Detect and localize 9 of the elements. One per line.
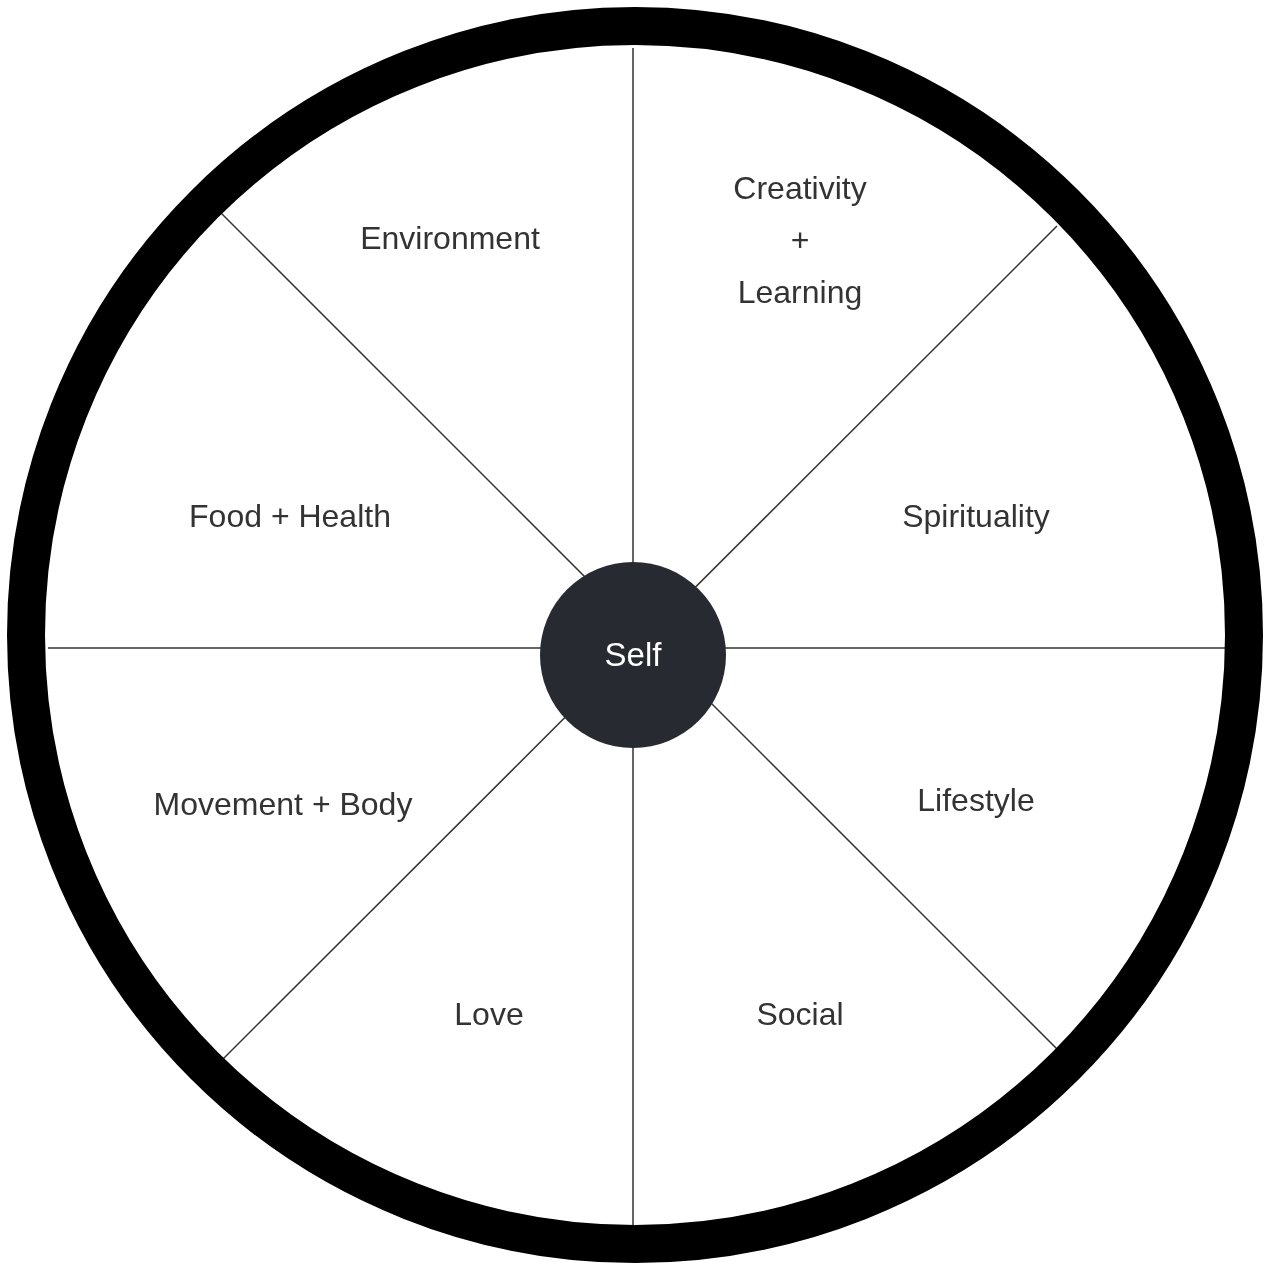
sector-label: Spirituality	[902, 497, 1050, 536]
center-circle: Self	[540, 562, 726, 748]
sector-label: Environment	[360, 219, 540, 258]
sector-label: Food + Health	[189, 497, 391, 536]
sector-label: Creativity + Learning	[733, 169, 867, 312]
sector-label: Love	[454, 995, 524, 1034]
sector-label: Movement + Body	[153, 785, 413, 824]
sector-label: Social	[756, 995, 844, 1034]
sector-label: Lifestyle	[917, 781, 1035, 820]
